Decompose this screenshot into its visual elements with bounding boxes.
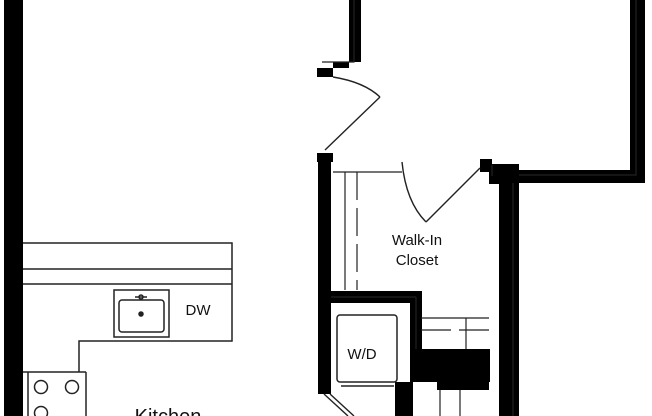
closet-door <box>401 161 481 223</box>
closet-label-line2: Closet <box>396 252 439 269</box>
range-burners <box>33 379 80 416</box>
right-vertical-wall <box>489 164 519 416</box>
closet-left-wall <box>318 162 331 394</box>
dishwasher-label: DW <box>186 302 212 319</box>
kitchen-counter <box>23 242 233 416</box>
closet-label-line1: Walk-In <box>392 232 442 249</box>
walls <box>4 0 645 416</box>
laundry-top-wall <box>331 291 422 351</box>
laundry-right-stub <box>395 382 413 416</box>
washer-dryer <box>336 314 398 387</box>
left-wall <box>4 0 23 416</box>
closet-shelving <box>333 171 489 349</box>
door-jamb <box>317 153 333 162</box>
upper-room-wall <box>317 0 361 77</box>
laundry-partition <box>410 349 490 382</box>
laundry-label: W/D <box>347 346 376 363</box>
bedroom-door <box>324 76 381 151</box>
bath-door <box>323 393 355 416</box>
wall-outlines <box>322 0 637 416</box>
right-upper-wall <box>519 0 645 183</box>
lower-stub <box>437 382 489 390</box>
doors <box>323 76 481 416</box>
kitchen-label: Kitchen <box>135 406 202 416</box>
sink <box>113 289 170 338</box>
